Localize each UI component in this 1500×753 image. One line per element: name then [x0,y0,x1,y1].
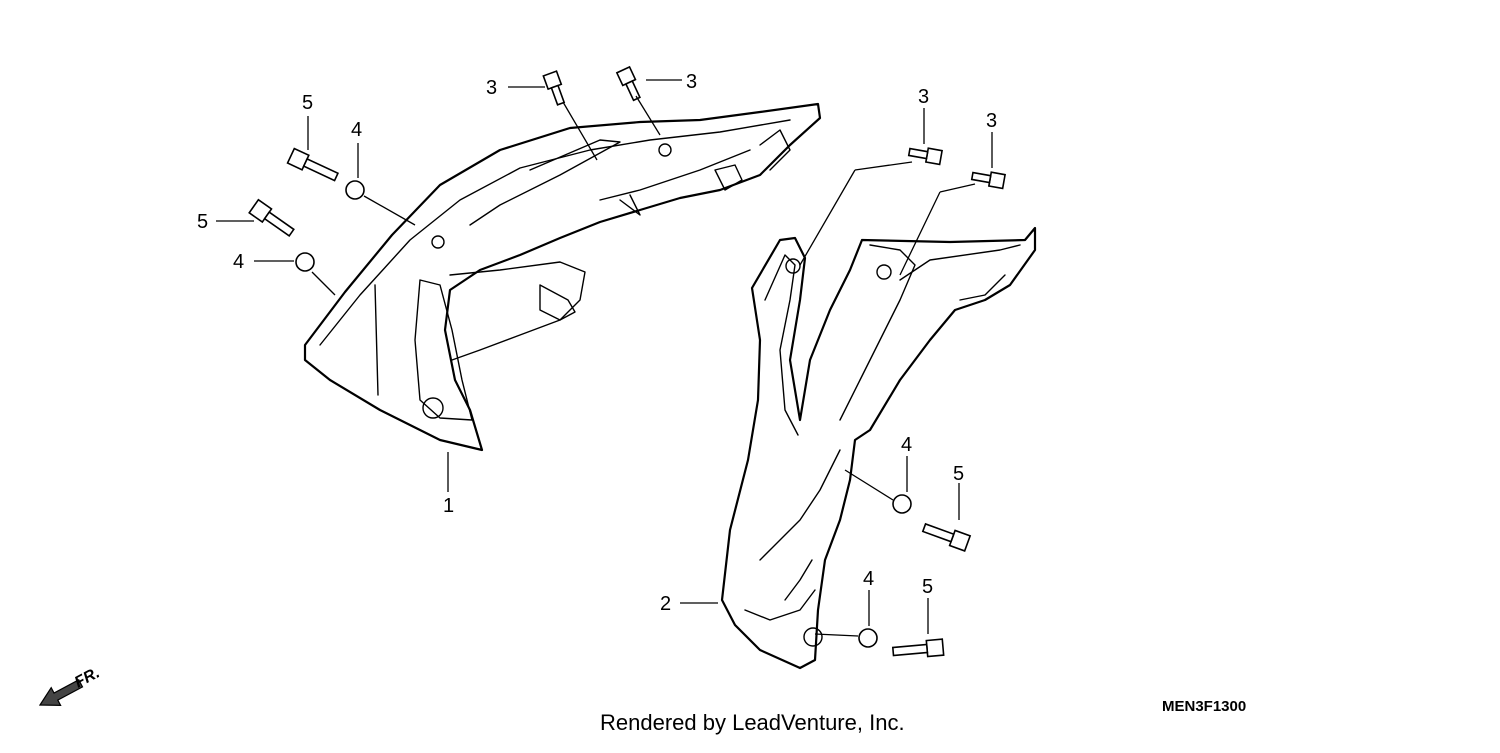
footer-credit: Rendered by LeadVenture, Inc. [600,710,905,735]
callout-4c: 4 [901,434,912,456]
callout-5a: 5 [302,92,313,114]
screw-3a-icon [542,70,566,106]
front-direction-indicator: FR. [38,664,103,706]
screw-3c-icon [907,147,944,166]
callout-5c: 5 [953,463,964,485]
bolt-5c-icon [921,522,972,552]
washer-4d-icon [858,628,878,648]
callout-4d: 4 [863,568,874,590]
shroud-part-1 [303,102,822,452]
callout-4a: 4 [351,119,362,141]
callout-part-2: 2 [660,593,671,615]
callout-5b: 5 [197,211,208,233]
bolt-5a-icon [286,147,340,182]
washer-4a-icon [345,180,365,200]
callout-5d: 5 [922,576,933,598]
front-arrow-icon [38,679,84,706]
callout-3d: 3 [986,110,997,132]
washer-4c-icon [892,494,912,514]
screw-3b-icon [615,65,641,102]
washer-4b-icon [295,252,315,272]
callout-4b: 4 [233,251,244,273]
bolt-5b-icon [248,198,295,238]
leader-lines [216,79,993,637]
callout-3c: 3 [918,86,929,108]
diagram-code: MEN3F1300 [1162,698,1246,715]
bolt-5d-icon [891,638,945,658]
callout-part-1: 1 [443,495,454,517]
screw-3d-icon [970,171,1007,190]
callout-3b: 3 [686,71,697,93]
callout-3a: 3 [486,77,497,99]
shroud-part-2 [720,226,1037,670]
